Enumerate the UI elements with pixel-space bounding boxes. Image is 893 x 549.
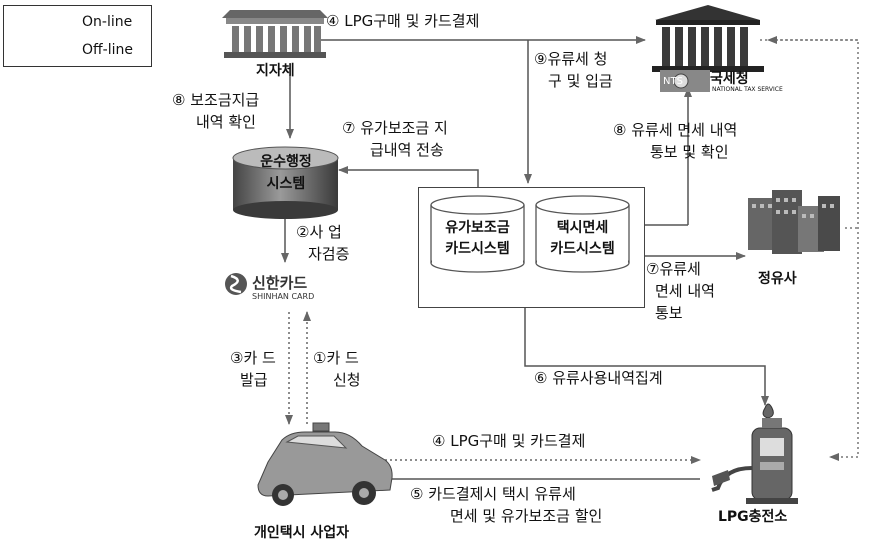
lpg-station-label: LPG충전소 <box>718 509 788 525</box>
transport-system-label-1: 운수행정 <box>260 154 312 170</box>
step7-mid-label-2: 급내역 전송 <box>370 141 444 159</box>
arrow-step7-mid <box>338 166 479 187</box>
shinhan-en-label: SHINHAN CARD <box>252 292 315 301</box>
step1-label-2: 신청 <box>333 371 361 389</box>
taxi-owner-label: 개인택시 사업자 <box>254 525 350 541</box>
arrow-step6 <box>524 306 769 406</box>
refinery-buildings-icon <box>748 190 840 254</box>
step2-label-2: 자검증 <box>308 245 350 263</box>
step4-bottom-label: ④ LPG구매 및 카드결제 <box>432 432 586 450</box>
step1-label-1: ①카 드 <box>313 349 359 367</box>
transport-system-cylinder <box>232 146 339 219</box>
step6-label: ⑥ 유류사용내역집계 <box>534 369 663 387</box>
refinery-label: 정유사 <box>758 271 797 287</box>
local-gov-building-icon <box>222 10 328 58</box>
step9-label-2: 구 및 입금 <box>548 72 613 90</box>
step8-left-label-2: 내역 확인 <box>196 113 256 131</box>
step9-label-1: ⑨유류세 청 <box>534 50 608 68</box>
step7-mid-label-1: ⑦ 유가보조금 지 <box>342 119 448 137</box>
step4-top-label: ④ LPG구매 및 카드결제 <box>326 12 480 30</box>
legend: On-line Off-line <box>3 5 152 67</box>
step3-label-1: ③카 드 <box>230 349 276 367</box>
step7-right-label-3: 통보 <box>655 304 683 322</box>
step5-label-2: 면세 및 유가보조금 할인 <box>450 507 603 525</box>
step7-right-label-1: ⑦유류세 <box>646 260 701 278</box>
shinhan-logo-icon <box>225 273 247 295</box>
taxi-icon <box>257 422 393 506</box>
step3-label-2: 발급 <box>240 371 268 389</box>
shinhan-label: 신한카드 <box>252 274 308 292</box>
step8-right-label-2: 통보 및 확인 <box>650 143 729 161</box>
legend-online-label: On-line <box>82 14 133 30</box>
step2-label-1: ②사 업 <box>296 223 342 241</box>
nts-logo-text: NTS <box>663 76 683 87</box>
subsidy-card-label-2: 카드시스템 <box>445 241 510 257</box>
local-gov-label: 지자체 <box>256 63 295 79</box>
legend-offline-label: Off-line <box>82 42 133 58</box>
transport-system-label-2: 시스템 <box>266 176 306 192</box>
taxi-exempt-label-2: 카드시스템 <box>550 241 615 257</box>
step7-right-label-2: 면세 내역 <box>655 282 715 300</box>
step5-label-1: ⑤ 카드결제시 택시 유류세 <box>410 485 576 503</box>
lpg-pump-icon <box>711 403 798 504</box>
taxi-exempt-label-1: 택시면세 <box>556 220 609 236</box>
nts-building-icon <box>652 5 764 92</box>
arrow-offline-loop-lpg <box>760 39 859 461</box>
nts-sub-label: NATIONAL TAX SERVICE <box>712 86 783 93</box>
subsidy-card-label-1: 유가보조금 <box>445 220 510 236</box>
step8-right-label-1: ⑧ 유류세 면세 내역 <box>613 121 738 139</box>
step8-left-label-1: ⑧ 보조금지급 <box>172 91 260 109</box>
nts-label: 국세청 <box>710 71 749 87</box>
